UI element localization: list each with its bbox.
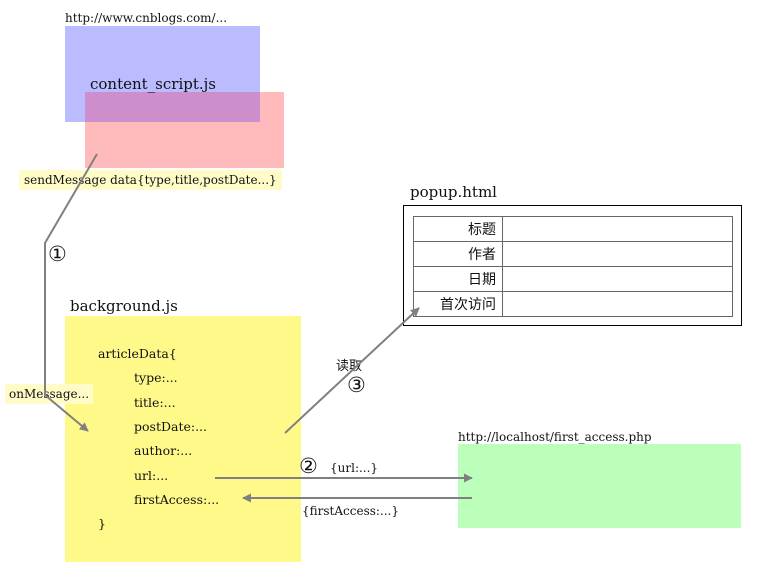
- cnblogs-url: http://www.cnblogs.com/...: [65, 11, 228, 25]
- popup-row-title: 标题: [413, 216, 733, 242]
- code-line-author: author:...: [134, 443, 193, 458]
- popup-row-value: [502, 291, 733, 317]
- popup-row-value: [502, 216, 733, 242]
- server-url: http://localhost/first_access.php: [458, 430, 652, 444]
- popup-row-label: 标题: [413, 216, 503, 242]
- popup-row-author: 作者: [413, 241, 733, 267]
- code-line-url: url:...: [134, 468, 169, 483]
- code-line-open: articleData{: [98, 346, 177, 361]
- popup-label: popup.html: [410, 183, 497, 201]
- code-line-postdate: postDate:...: [134, 419, 207, 434]
- code-line-type: type:...: [134, 370, 178, 385]
- response-label: {firstAccess:...}: [302, 504, 400, 518]
- on-message-tag: onMessage...: [5, 384, 94, 404]
- popup-row-value: [502, 266, 733, 292]
- code-line-title: title:...: [134, 395, 176, 410]
- step2-marker: ②: [299, 454, 318, 478]
- read-label: 读取: [336, 359, 363, 374]
- popup-row-label: 日期: [413, 266, 503, 292]
- server-green-box: [458, 444, 741, 528]
- code-line-firstaccess: firstAccess:...: [134, 492, 220, 507]
- background-label: background.js: [70, 297, 178, 315]
- popup-table: 标题 作者 日期 首次访问: [413, 216, 733, 317]
- content-script-label: content_script.js: [90, 75, 216, 93]
- code-line-close: }: [98, 516, 106, 531]
- step3-marker: ③: [347, 373, 366, 397]
- popup-row-label: 作者: [413, 241, 503, 267]
- popup-row-date: 日期: [413, 266, 733, 292]
- popup-row-label: 首次访问: [413, 291, 503, 317]
- step1-marker: ①: [48, 242, 67, 266]
- popup-frame: [403, 205, 742, 326]
- send-message-tag: sendMessage data{type,title,postDate...}: [19, 170, 282, 190]
- request-label: {url:...}: [330, 461, 379, 475]
- box-overlap: [85, 92, 260, 122]
- popup-row-first-access: 首次访问: [413, 291, 733, 317]
- popup-row-value: [502, 241, 733, 267]
- background-yellow-box: [65, 316, 301, 562]
